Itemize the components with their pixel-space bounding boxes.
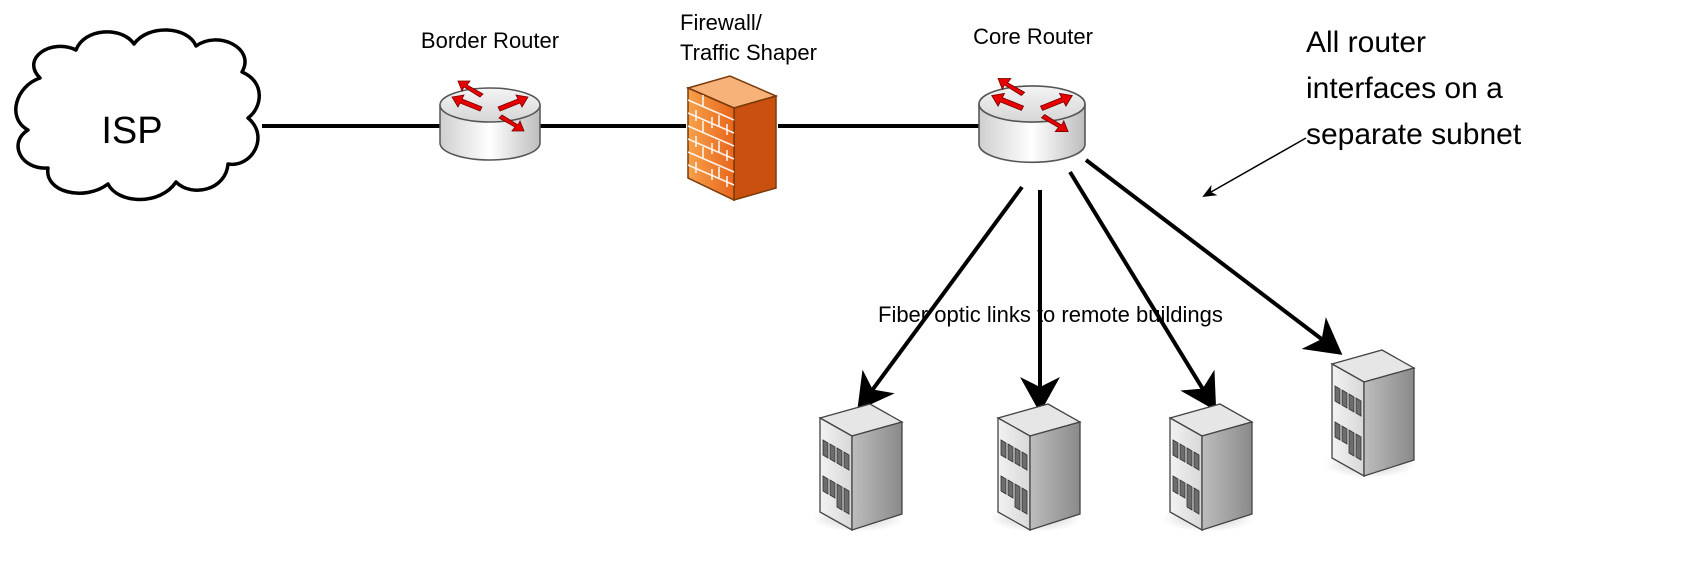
fiber-link-1 bbox=[857, 185, 1024, 411]
note-arrow bbox=[1202, 137, 1307, 197]
note-line-2: interfaces on a bbox=[1306, 72, 1503, 105]
remote-building-1 bbox=[811, 403, 905, 533]
border-router-label: Border Router bbox=[421, 28, 559, 53]
fiber-links-label: Fiber optic links to remote buildings bbox=[878, 302, 1223, 327]
router-icon bbox=[439, 80, 541, 161]
fiber-link-4 bbox=[1084, 158, 1343, 355]
fiber-link-3 bbox=[1068, 170, 1217, 411]
building-icon bbox=[1323, 349, 1417, 479]
building-icon bbox=[1161, 403, 1255, 533]
isp-cloud: ISP bbox=[14, 28, 261, 202]
note-line-3: separate subnet bbox=[1306, 118, 1522, 151]
remote-building-3 bbox=[1161, 403, 1255, 533]
border-router bbox=[439, 80, 541, 161]
firewall-label-line2: Traffic Shaper bbox=[680, 40, 817, 65]
remote-building-2 bbox=[989, 403, 1083, 533]
remote-building-4 bbox=[1323, 349, 1417, 479]
router-icon bbox=[978, 77, 1086, 164]
building-icon bbox=[811, 403, 905, 533]
core-router bbox=[978, 77, 1086, 164]
firewall-label-line1: Firewall/ bbox=[680, 10, 763, 35]
cloud-icon bbox=[14, 28, 261, 202]
core-router-label: Core Router bbox=[973, 24, 1093, 49]
firewall-icon bbox=[685, 75, 779, 202]
building-icon bbox=[989, 403, 1083, 533]
note-line-1: All router bbox=[1306, 26, 1426, 59]
firewall bbox=[685, 75, 779, 202]
isp-label: ISP bbox=[101, 110, 162, 152]
fiber-links bbox=[857, 158, 1343, 413]
